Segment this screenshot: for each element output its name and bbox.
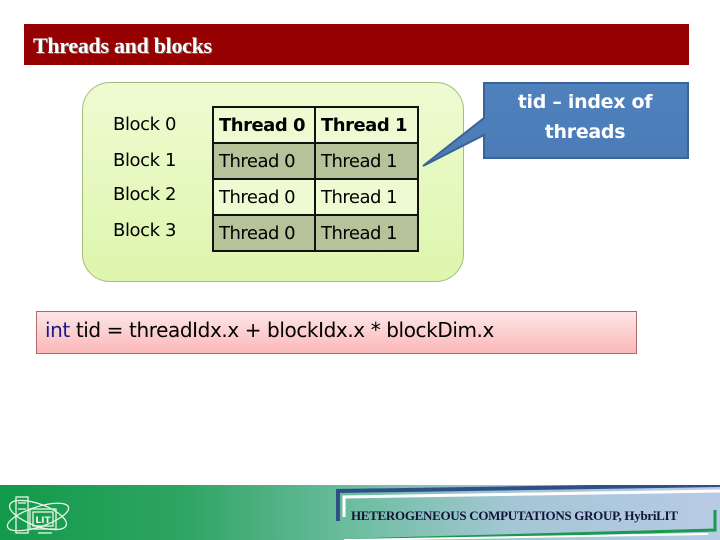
formula-box: int tid = threadIdx.x + blockIdx.x * blo…: [36, 311, 637, 354]
footer-frame-decoration: [336, 485, 720, 540]
table-row-block-1: Thread 0 Thread 1: [212, 142, 419, 180]
formula-keyword: int: [45, 318, 70, 342]
table-row-block-2: Thread 0 Thread 1: [212, 178, 419, 216]
callout-line-1: tid – index of: [517, 91, 653, 113]
thread-cell: Thread 1: [314, 142, 419, 180]
thread-table: Thread 0 Thread 1 Thread 0 Thread 1 Thre…: [212, 106, 419, 252]
title-bar: Threads and blocks: [24, 24, 689, 65]
lit-logo-icon: LIT: [6, 496, 70, 534]
callout-text: tid – index of threads: [482, 87, 688, 147]
thread-cell: Thread 0: [212, 214, 316, 252]
thread-cell: Thread 1: [314, 106, 419, 144]
callout-bubble-shape: [422, 82, 689, 167]
thread-cell: Thread 0: [212, 178, 316, 216]
footer-banner: LIT: [0, 485, 720, 540]
thread-cell: Thread 0: [212, 142, 316, 180]
thread-cell: Thread 1: [314, 214, 419, 252]
block-label-2: Block 2: [113, 184, 177, 205]
block-label-1: Block 1: [113, 150, 177, 171]
formula-text: int tid = threadIdx.x + blockIdx.x * blo…: [45, 318, 494, 342]
table-row-block-3: Thread 0 Thread 1: [212, 214, 419, 252]
block-label-0: Block 0: [113, 114, 177, 135]
footer-group-name: HETEROGENEOUS COMPUTATIONS GROUP, HybriL…: [351, 508, 678, 523]
svg-text:LIT: LIT: [35, 516, 51, 526]
callout-line-2: threads: [544, 121, 626, 143]
block-label-3: Block 3: [113, 220, 177, 241]
slide-title: Threads and blocks: [33, 33, 212, 58]
formula-expression: tid = threadIdx.x + blockIdx.x * blockDi…: [69, 318, 495, 342]
table-row-block-0: Thread 0 Thread 1: [212, 106, 419, 144]
thread-cell: Thread 1: [314, 178, 419, 216]
thread-cell: Thread 0: [212, 106, 316, 144]
